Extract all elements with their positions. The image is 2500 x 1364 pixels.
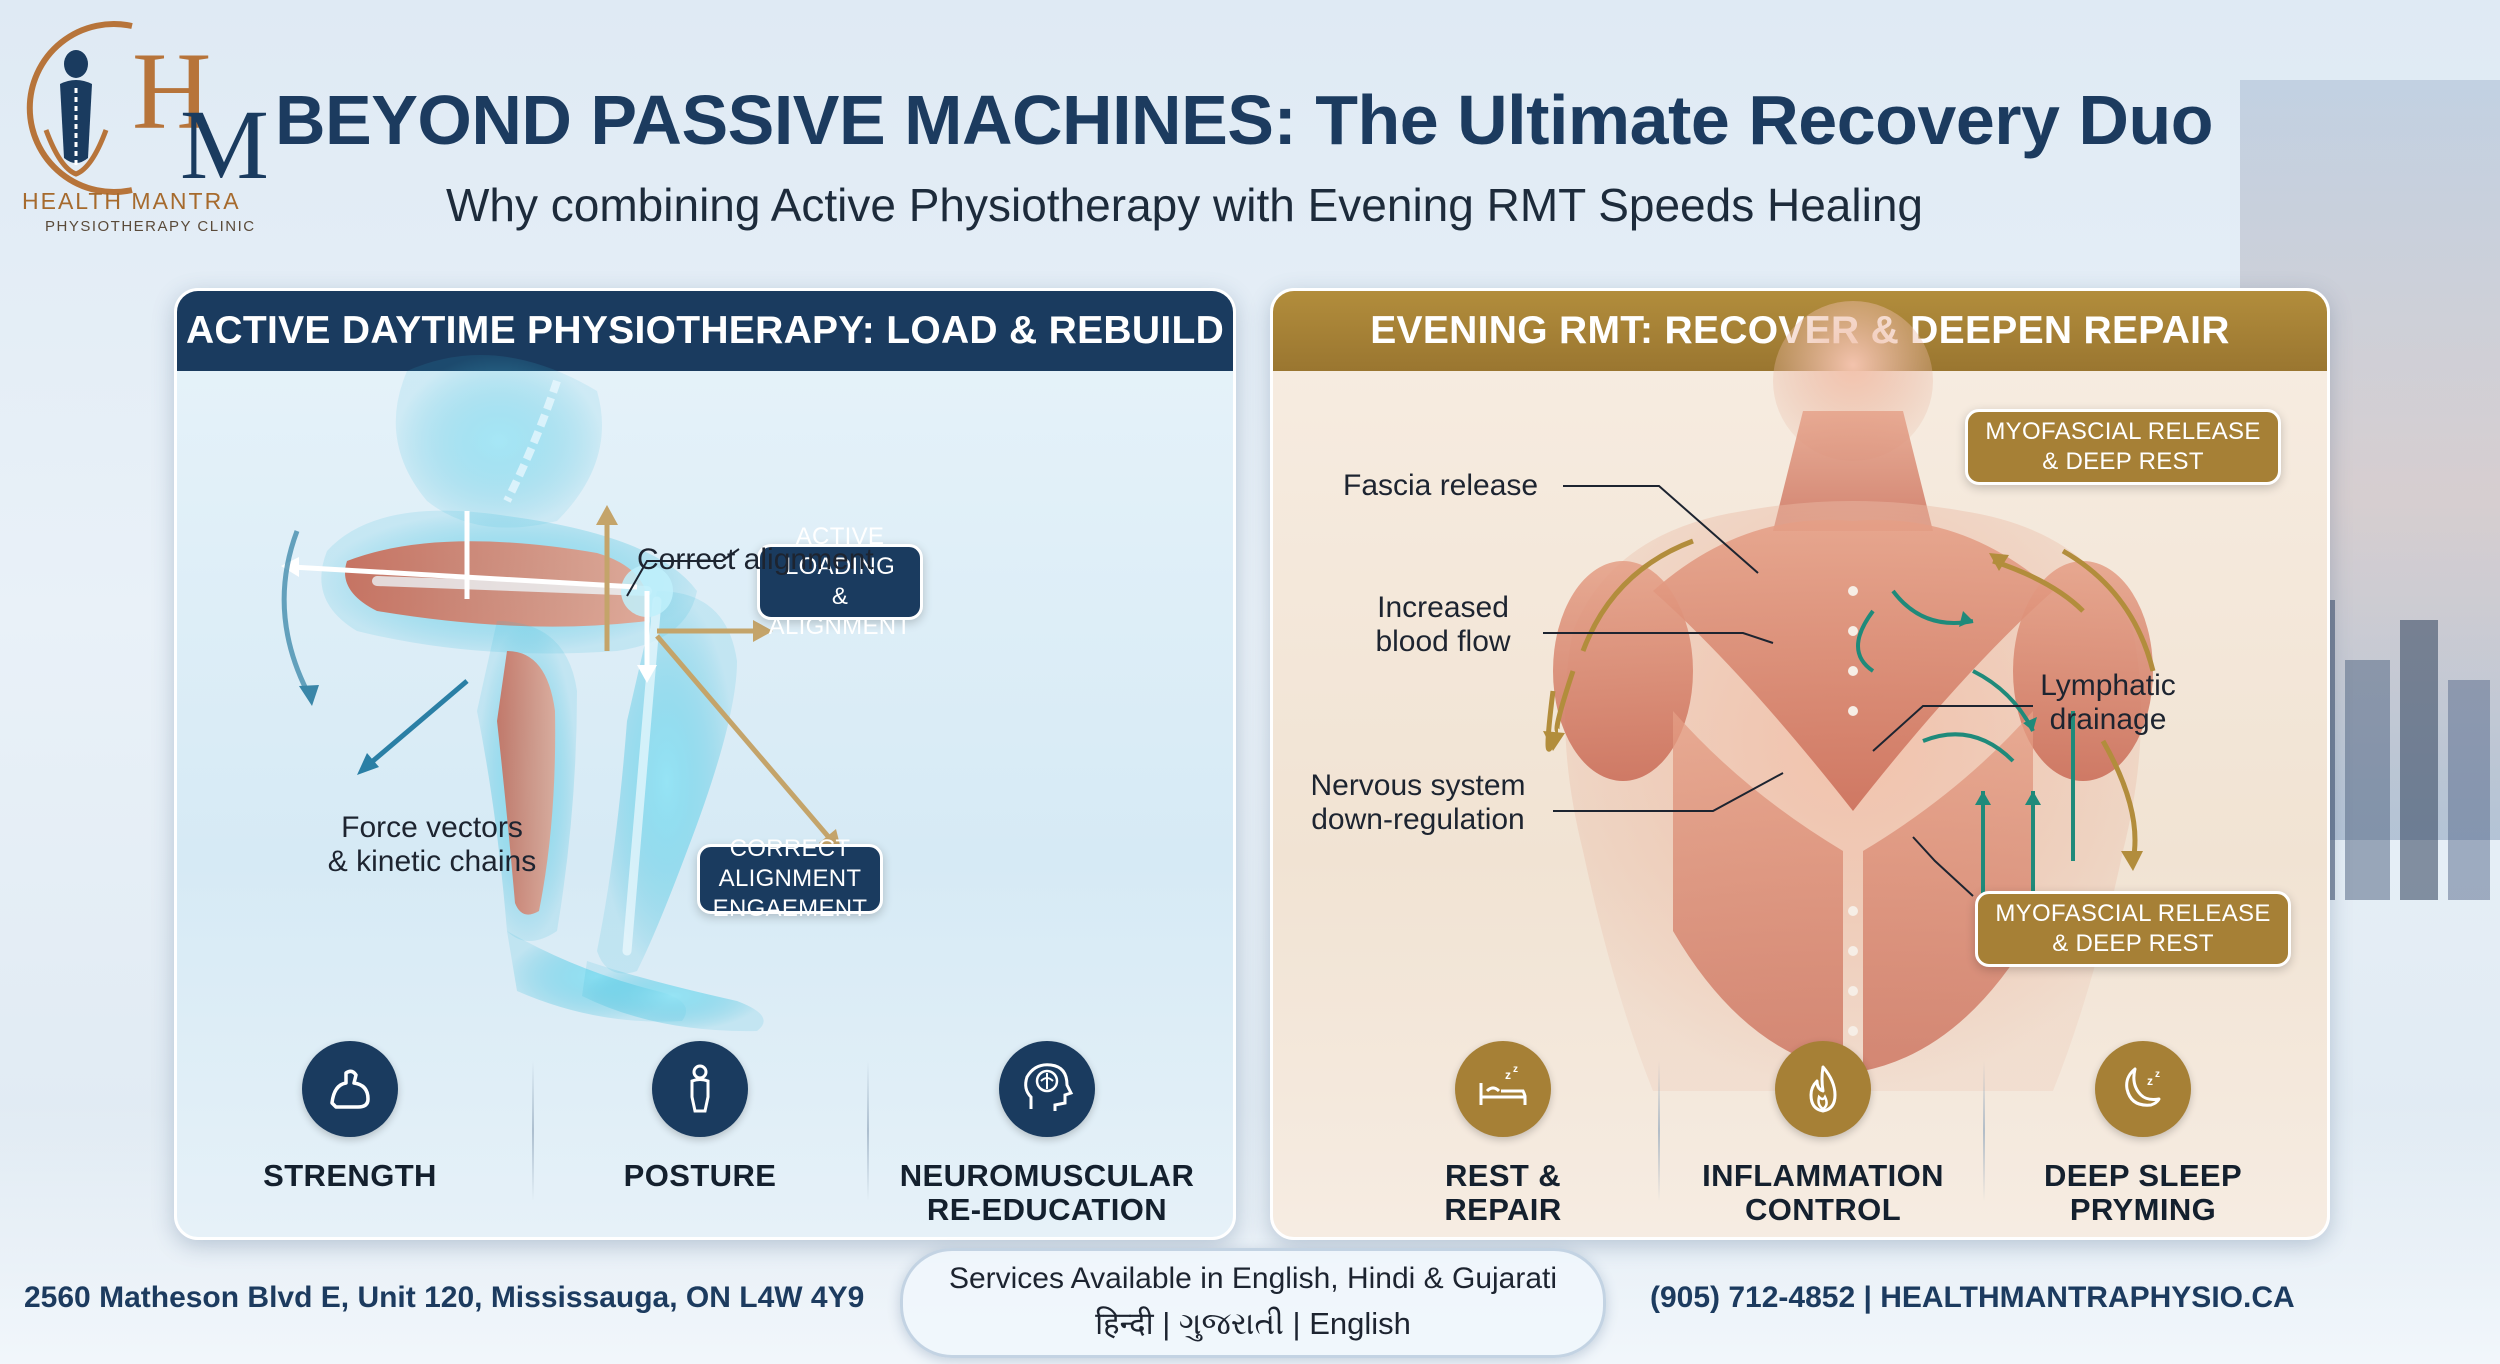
active-loading-callout: ACTIVE LOADING & ALIGNMENT	[757, 523, 923, 640]
body-figure-icon	[652, 1041, 748, 1137]
label-lymphatic-drainage-line2: drainage	[2049, 703, 2167, 736]
label-nervous-system-line2: down-regulation	[1311, 803, 1525, 836]
page-subtitle: Why combining Active Physiotherapy with …	[446, 179, 1923, 231]
physio-panel: ACTIVE DAYTIME PHYSIOTHERAPY: LOAD & REB…	[174, 288, 1236, 1240]
active-loading-callout-line2: & ALIGNMENT	[768, 583, 912, 640]
svg-text:H: H	[132, 30, 211, 152]
feature-label-line1: INFLAMMATION	[1702, 1158, 1944, 1193]
label-nervous-system-line1: Nervous system	[1310, 769, 1526, 802]
languages-line1: Services Available in English, Hindi & G…	[948, 1262, 1558, 1295]
feature-divider	[1658, 1061, 1660, 1201]
svg-text:z: z	[2155, 1069, 2160, 1080]
feature-label: DEEP SLEEP PRYMING	[2044, 1159, 2242, 1227]
myofascial-callout-bottom: MYOFASCIAL RELEASE & DEEP REST	[1975, 891, 2291, 967]
label-nervous-system: Nervous system down-regulation	[1293, 769, 1543, 837]
myofascial-callout-bottom-line1: MYOFASCIAL RELEASE	[1995, 900, 2271, 927]
svg-text:z: z	[1513, 1064, 1518, 1075]
label-correct-alignment: Correct alignment	[637, 543, 874, 576]
feature-label: REST & REPAIR	[1444, 1159, 1561, 1227]
feature-label: INFLAMMATION CONTROL	[1702, 1159, 1944, 1227]
feature-inflammation-control: INFLAMMATION CONTROL	[1673, 1041, 1973, 1227]
feature-label: STRENGTH	[263, 1158, 437, 1193]
correct-alignment-callout: CORRECT ALIGNMENT ENGAEMENT	[697, 835, 883, 922]
feature-label-line1: DEEP SLEEP	[2043, 1158, 2243, 1193]
feature-label: NEUROMUSCULAR RE-EDUCATION	[900, 1159, 1195, 1227]
feature-divider	[532, 1061, 534, 1201]
brand-name: HEALTH MANTRA	[22, 188, 241, 214]
label-blood-flow-line1: Increased	[1377, 591, 1509, 624]
brain-head-icon	[999, 1041, 1095, 1137]
flame-icon	[1775, 1041, 1871, 1137]
languages-badge: Services Available in English, Hindi & G…	[900, 1248, 1606, 1358]
languages-line2: हिन्दी | ગુજરાતી | English	[1095, 1306, 1411, 1341]
squat-anatomy-illustration	[281, 355, 842, 1032]
feature-label: POSTURE	[623, 1158, 777, 1193]
myofascial-callout-bottom-line2: & DEEP REST	[2052, 930, 2214, 957]
correct-alignment-callout-line1: CORRECT ALIGNMENT	[718, 835, 862, 892]
feature-posture: POSTURE	[550, 1041, 850, 1193]
flexed-arm-icon	[302, 1041, 398, 1137]
brand-subtitle: PHYSIOTHERAPY CLINIC	[45, 218, 256, 235]
feature-label-line2: CONTROL	[1744, 1192, 1902, 1227]
feature-label-line2: PRYMING	[2069, 1192, 2217, 1227]
myofascial-callout-top-line2: & DEEP REST	[2042, 448, 2204, 475]
clinic-address: 2560 Matheson Blvd E, Unit 120, Mississa…	[24, 1281, 865, 1314]
feature-neuromuscular: NEUROMUSCULAR RE-EDUCATION	[867, 1041, 1227, 1227]
label-blood-flow: Increased blood flow	[1343, 591, 1543, 659]
feature-label-line2: RE-EDUCATION	[926, 1192, 1168, 1227]
label-force-vectors: Force vectors & kinetic chains	[282, 811, 582, 879]
feature-divider	[867, 1061, 869, 1201]
myofascial-callout-top-line1: MYOFASCIAL RELEASE	[1985, 418, 2261, 445]
page-title: BEYOND PASSIVE MACHINES: The Ultimate Re…	[275, 81, 2213, 159]
feature-label-line1: REST &	[1444, 1158, 1562, 1193]
rmt-panel-heading: EVENING RMT: RECOVER & DEEPEN REPAIR	[1273, 291, 2327, 371]
label-blood-flow-line2: blood flow	[1375, 625, 1511, 658]
svg-text:z: z	[1505, 1068, 1511, 1082]
clinic-contact[interactable]: (905) 712-4852 | HEALTHMANTRAPHYSIO.CA	[1650, 1281, 2295, 1314]
correct-alignment-callout-line2: ENGAEMENT	[712, 895, 868, 922]
physio-panel-heading: ACTIVE DAYTIME PHYSIOTHERAPY: LOAD & REB…	[177, 291, 1233, 371]
feature-label-line2: REPAIR	[1444, 1192, 1562, 1227]
label-force-vectors-line1: Force vectors	[341, 811, 523, 844]
myofascial-callout-top: MYOFASCIAL RELEASE & DEEP REST	[1965, 409, 2281, 485]
active-loading-callout-line1: ACTIVE LOADING	[784, 523, 896, 580]
feature-divider	[1983, 1061, 1985, 1201]
label-lymphatic-drainage-line1: Lymphatic	[2040, 669, 2176, 702]
rmt-panel: EVENING RMT: RECOVER & DEEPEN REPAIR	[1270, 288, 2330, 1240]
logo-mark: H M	[26, 21, 269, 200]
label-lymphatic-drainage: Lymphatic drainage	[2033, 669, 2183, 737]
feature-label-line1: NEUROMUSCULAR	[899, 1158, 1195, 1193]
label-force-vectors-line2: & kinetic chains	[327, 845, 537, 878]
svg-text:z: z	[2147, 1074, 2153, 1088]
feature-strength: STRENGTH	[200, 1041, 500, 1193]
svg-text:M: M	[180, 89, 269, 200]
label-fascia-release: Fascia release	[1343, 469, 1539, 502]
